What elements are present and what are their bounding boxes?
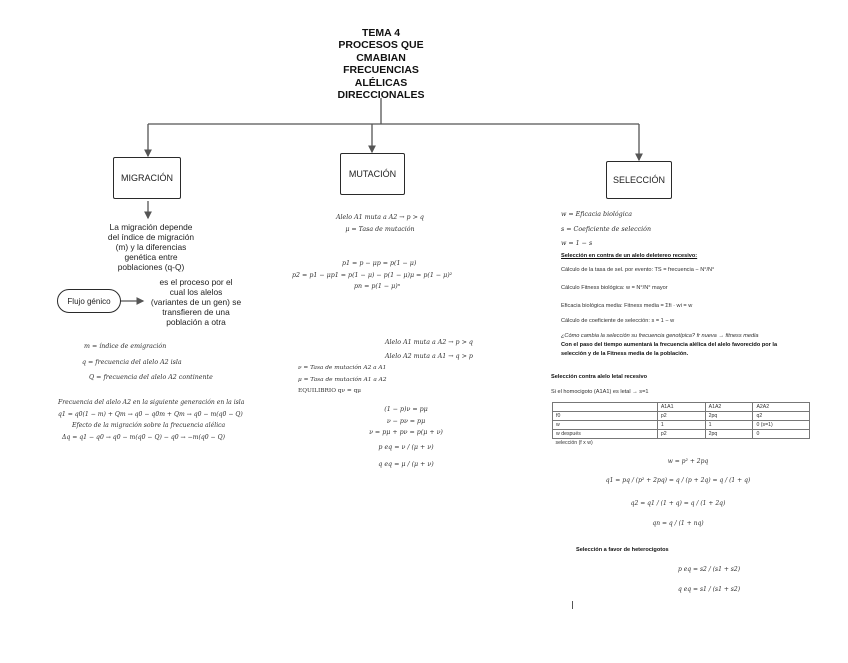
table-row: w 1 1 0 (s=1) (552, 420, 810, 430)
table-header-row: A1A1 A1A2 A2A2 (552, 402, 810, 412)
table-row: w después p2 2pq 0 (552, 429, 810, 439)
migration-definitions: m = índice de emigración q = frecuencia … (82, 343, 213, 381)
mutation-block-5: (1 − p)ν = pμ ν − pν = pμ ν = pμ + pν = … (369, 406, 443, 468)
seleccion-label: SELECCIÓN (612, 175, 665, 185)
mutation-block-2: p1 = p − μp = p(1 − μ) p2 = p1 − μp1 = p… (292, 260, 453, 290)
heterozygote-formulas: p eq = s2 / (s1 + s2) q eq = s1 / (s1 + … (678, 566, 741, 593)
lethal-selection-title: Selección contra alelo letal recesivo (551, 374, 648, 380)
mutacion-node: MUTACIÓN (340, 153, 405, 195)
flujo-genico-definition: es el proceso por el cual los alelos (va… (150, 277, 242, 327)
mutation-block-4: ν = Tasa de mutación A2 a A1 μ = Tasa de… (298, 365, 387, 394)
lethal-selection-note: Si el homocigoto (A1A1) es letal → s=1 (551, 389, 649, 395)
seleccion-node: SELECCIÓN (606, 161, 672, 199)
table-row: f0 p2 2pq q2 (552, 411, 810, 421)
genotype-table: A1A1 A1A2 A2A2 f0 p2 2pq q2 w 1 1 0 (s=1… (552, 402, 810, 447)
recessive-selection-items: Cálculo de la tasa de sel. por evento: T… (561, 267, 759, 339)
selection-definitions: w = Eficacia biológica s = Coeficiente d… (561, 211, 651, 247)
migration-description: La migración depende del índice de migra… (107, 222, 195, 272)
lethal-formulas: w = p² + 2pq q1 = pq / (p² + 2pq) = q / … (605, 458, 751, 527)
table-row: selección (f x w) (555, 440, 593, 446)
main-title: TEMA 4 PROCESOS QUE CMABIAN FRECUENCIAS … (337, 27, 425, 102)
flujo-genico-label: Flujo génico (67, 296, 111, 306)
mutation-block-3: Alelo A1 muta a A2 → p > q Alelo A2 muta… (385, 339, 473, 360)
recessive-selection-title: Selección en contra de un alelo deletere… (561, 253, 698, 259)
recessive-selection-conclusion: Con el paso del tiempo aumentará la frec… (561, 342, 778, 357)
mutation-block-1: Alelo A1 muta a A2 → p > q μ = Tasa de m… (336, 214, 424, 233)
migration-formulas: Frecuencia del alelo A2 en la siguiente … (58, 399, 245, 441)
mutacion-label: MUTACIÓN (348, 169, 397, 179)
heterozygote-selection-title: Selección a favor de heterocigotos (576, 547, 669, 553)
migracion-label: MIGRACIÓN (120, 173, 173, 183)
migracion-node: MIGRACIÓN (113, 157, 181, 199)
text-cursor (572, 601, 573, 609)
flujo-genico-pill: Flujo génico (57, 289, 121, 313)
